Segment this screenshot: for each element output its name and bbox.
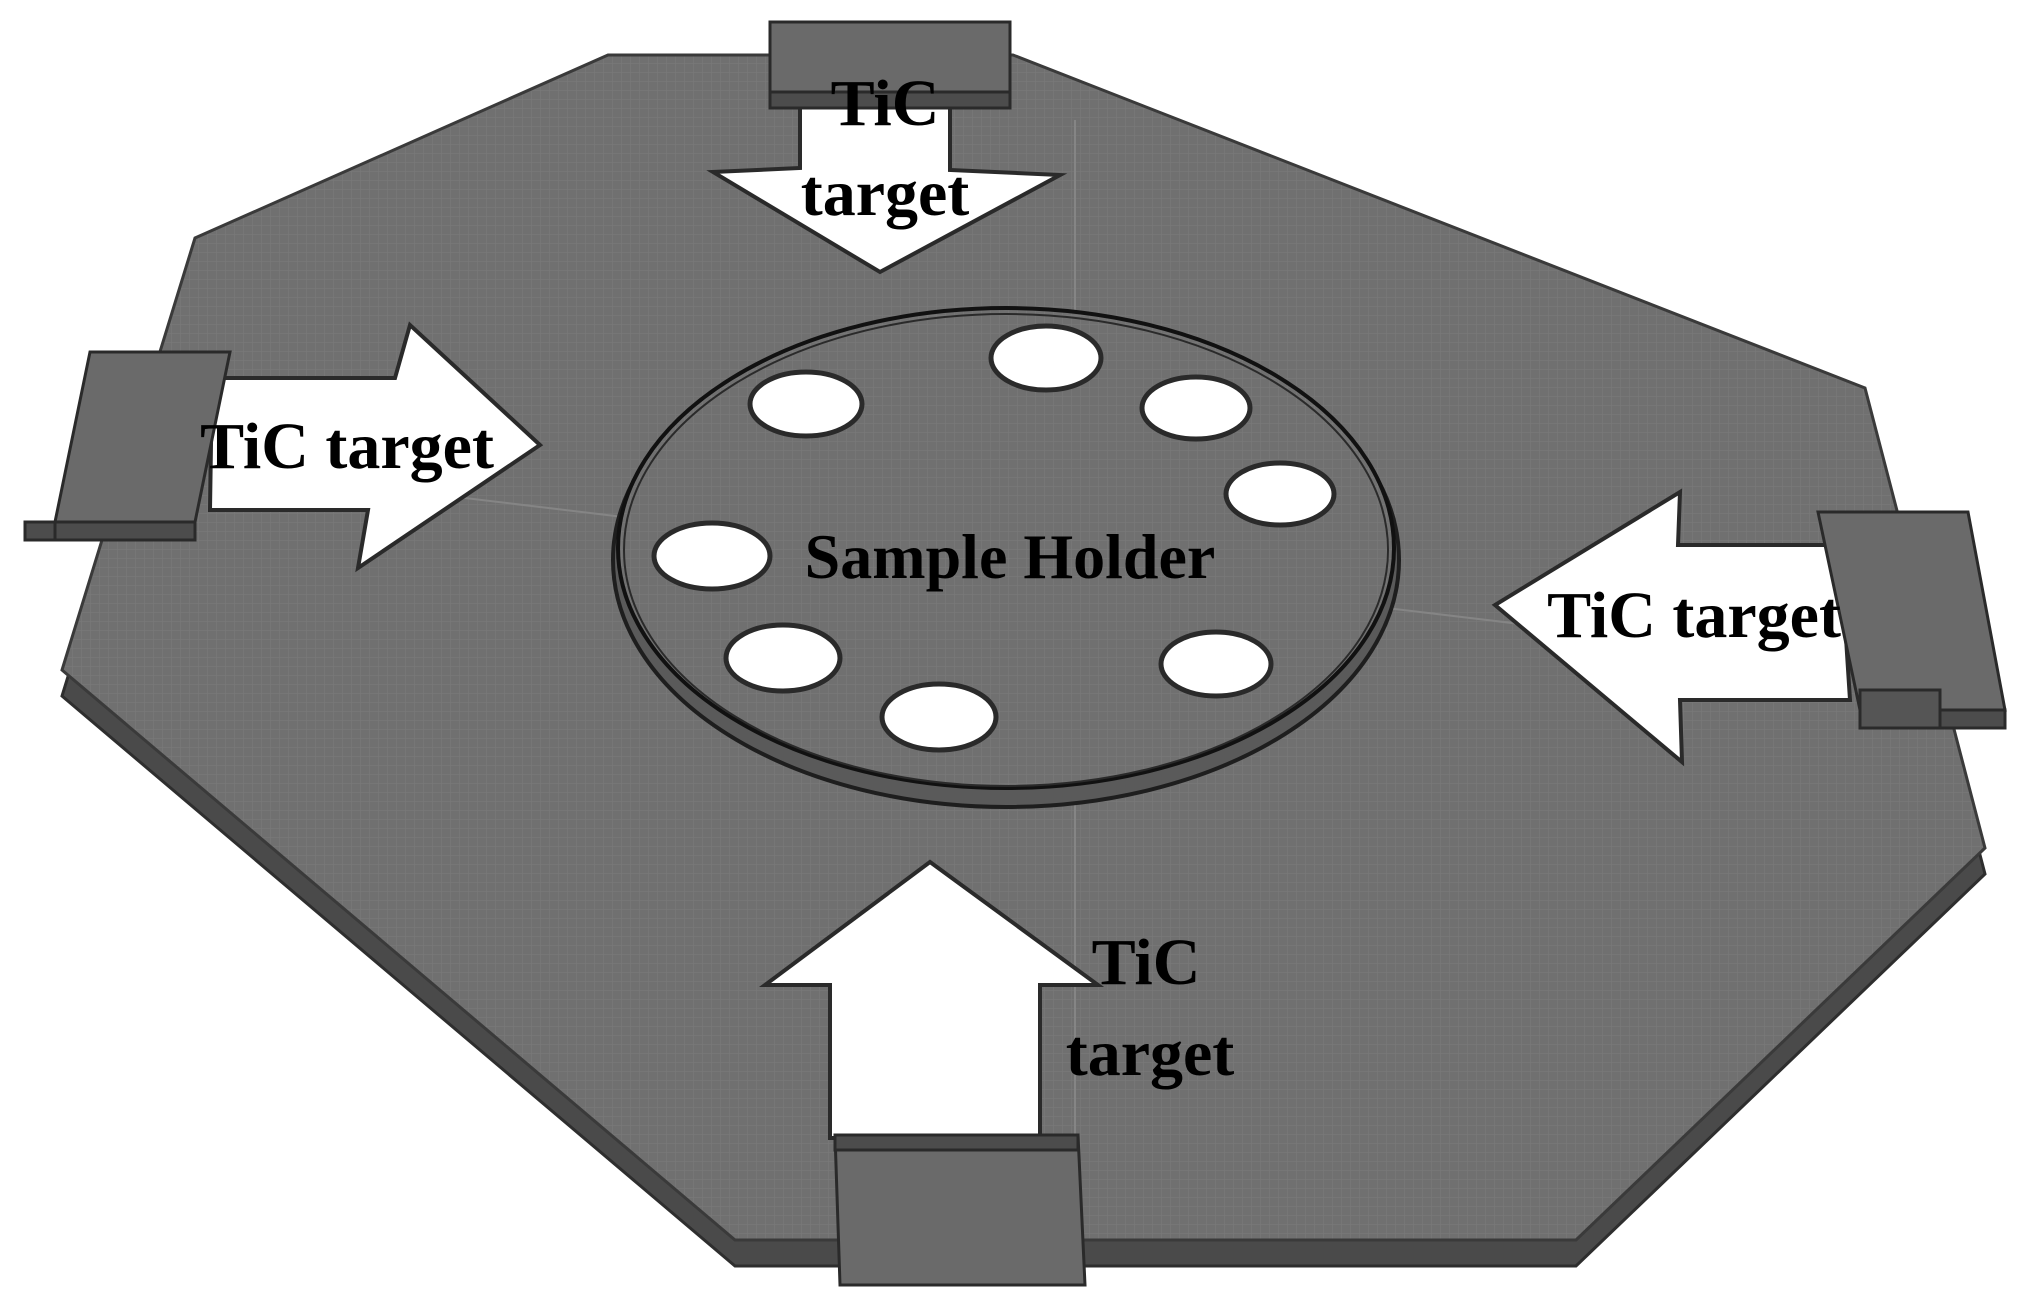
target-top-label-line2: target [801, 157, 970, 230]
sample-slot [1139, 374, 1253, 442]
target-left-arrow [207, 321, 544, 573]
sample-slot [988, 323, 1104, 393]
target-top-label-line1: TiC [831, 67, 940, 140]
target-bottom-arrow [758, 859, 1105, 1140]
target-bottom-label-line2: target [1066, 1017, 1235, 1090]
sample-holder-label: Sample Holder [805, 521, 1216, 592]
target-left-label: TiC target [200, 410, 494, 483]
target-right-block [1816, 510, 2007, 730]
target-right-label: TiC target [1547, 579, 1841, 652]
sample-slots [651, 323, 1337, 753]
sample-slot [747, 369, 865, 439]
sample-slot [1158, 629, 1274, 699]
target-left-block [23, 350, 232, 542]
sample-slot [723, 622, 843, 694]
sample-slot [879, 681, 999, 753]
sample-slot [1223, 460, 1337, 528]
sample-slot [651, 520, 773, 592]
target-bottom-block [833, 1133, 1087, 1287]
target-right-arrow [1491, 488, 1853, 767]
target-bottom-label-line1: TiC [1092, 926, 1201, 999]
sample-holder-inner-ring [623, 313, 1389, 787]
target-top-block [768, 20, 1012, 110]
